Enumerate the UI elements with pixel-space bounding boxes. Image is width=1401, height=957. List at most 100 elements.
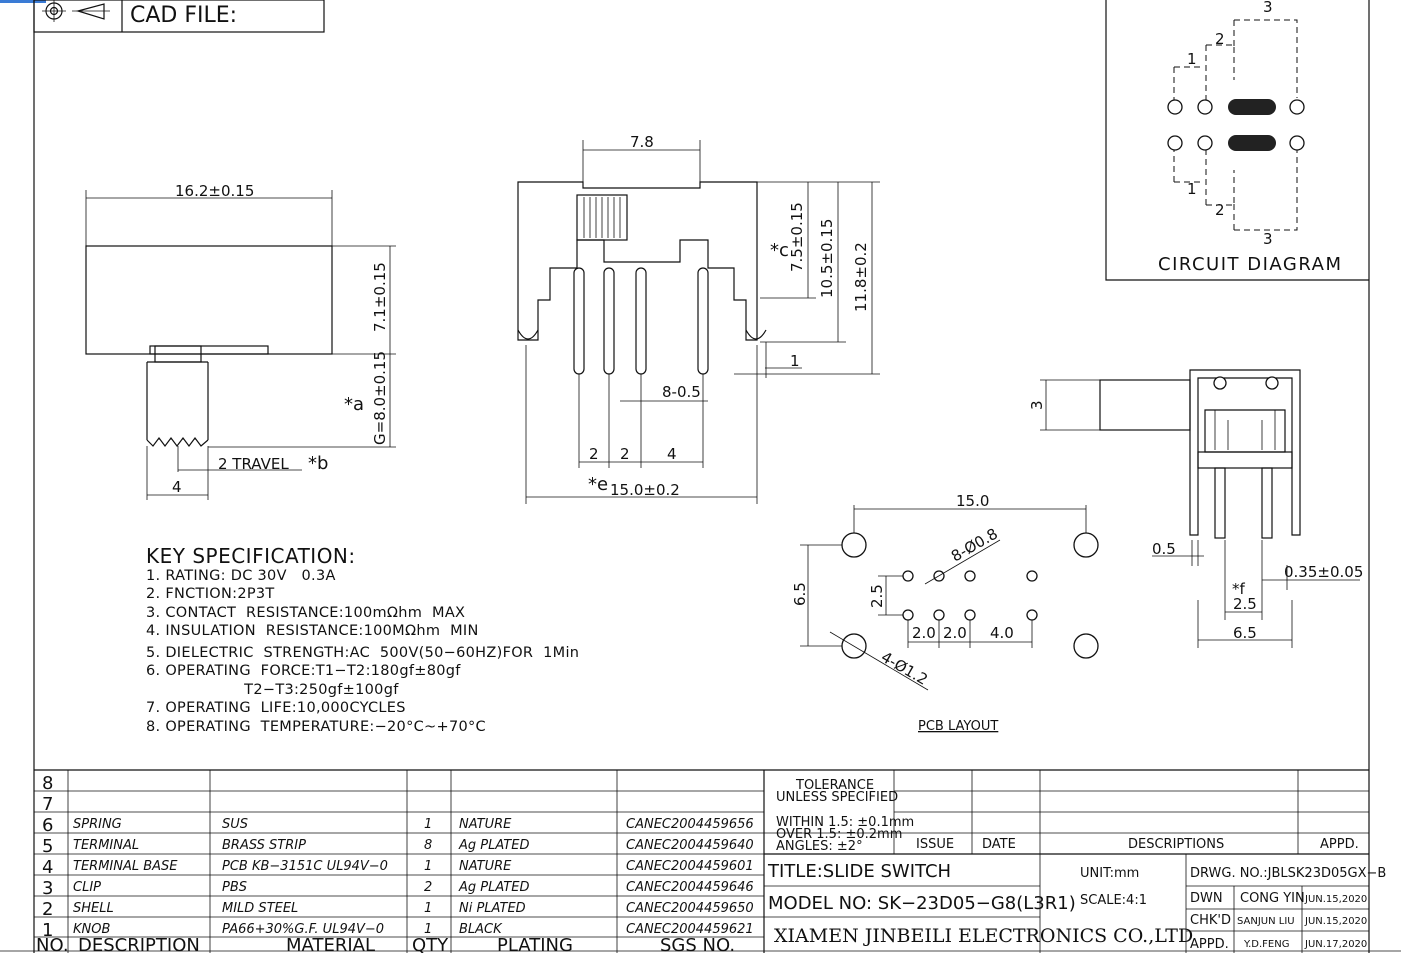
bom-cell-sgs: CANEC2004459656 — [626, 817, 754, 832]
bom-cell-desc: KNOB — [73, 922, 110, 937]
spec-line-6: 6. OPERATING FORCE:T1−T2:180gf±80gf — [146, 663, 461, 679]
circuit-label-1-top: 1 — [1187, 50, 1197, 68]
cad-header: CAD FILE: — [33, 0, 325, 33]
travel-dim: 2 TRAVEL — [218, 455, 289, 473]
bom-cell-plating: Ag PLATED — [458, 880, 529, 895]
pcb-title: PCB LAYOUT — [918, 719, 998, 734]
knob-height-dim: G=8.0±0.15 — [371, 351, 389, 445]
bom-cell-desc: TERMINAL — [73, 838, 139, 853]
chkd-date: JUN.15,2020 — [1304, 916, 1367, 927]
bom-cell-no: 7 — [42, 794, 53, 815]
chkd-name: SANJUN LIU — [1237, 916, 1295, 927]
dwn-name: CONG YIN — [1240, 891, 1305, 906]
bom-cell-desc: TERMINAL BASE — [73, 859, 178, 874]
pcb-pitch-2: 2.0 — [943, 624, 967, 642]
pcb-layout: 15.0 8-Ø0.8 6.5 2.5 2.0 2.0 4.0 4-Ø1.2 P… — [791, 492, 1099, 734]
chkd-label: CHK'D — [1190, 913, 1231, 928]
corner-accent — [0, 0, 46, 3]
bom-cell-qty: 1 — [424, 922, 432, 937]
spec-title: KEY SPECIFICATION: — [146, 544, 356, 568]
end-knob-dim: 3 — [1028, 400, 1046, 410]
bom-cell-sgs: CANEC2004459621 — [626, 922, 754, 937]
bom-cell-mat: PCB KB−3151C UL94V−0 — [222, 859, 388, 874]
spec-line-7: 7. OPERATING LIFE:10,000CYCLES — [146, 700, 406, 716]
tolerance-label: TOLERANCE — [795, 778, 874, 793]
bom-cell-desc: CLIP — [73, 880, 101, 895]
bom-table — [34, 769, 1369, 953]
circuit-label-2-top: 2 — [1215, 30, 1225, 48]
bom-cell-qty: 1 — [424, 817, 432, 832]
bom-cell-sgs: CANEC2004459640 — [626, 838, 754, 853]
bom-cell-no: 5 — [42, 836, 53, 857]
front-view: 16.2±0.15 7.1±0.15 G=8.0±0.15 *a 2 TRAVE… — [85, 182, 396, 500]
bom-cell-no: 3 — [42, 878, 53, 899]
bom-cell-mat: PA66+30%G.F. UL94V−0 — [222, 922, 384, 937]
bom-cell-plating: NATURE — [459, 817, 512, 832]
pcb-pitch-1: 2.0 — [912, 624, 936, 642]
appd-name: Y.D.FENG — [1243, 939, 1289, 950]
bom-cell-plating: Ni PLATED — [459, 901, 526, 916]
pins-dim: 8-0.5 — [662, 383, 701, 401]
model-number: MODEL NO: SK−23D05−G8(L3R1) — [768, 893, 1076, 914]
bom-cell-no: 2 — [42, 899, 53, 920]
drawing-number: DRWG. NO.:JBLSK23D05GX−B — [1190, 866, 1386, 881]
appd-date: JUN.17,2020 — [1304, 939, 1367, 950]
bom-cell-plating: BLACK — [459, 922, 503, 937]
bom-cell-qty: 1 — [424, 859, 432, 874]
bom-header-2: MATERIAL — [286, 935, 375, 953]
bom-header-5: SGS NO. — [660, 935, 735, 953]
tolerance-within: WITHIN 1.5: ±0.1mm — [776, 815, 914, 830]
date-header: DATE — [982, 837, 1016, 852]
bom-cell-no: 6 — [42, 815, 53, 836]
appd-label: APPD. — [1190, 937, 1229, 952]
cad-file-label: CAD FILE: — [130, 3, 237, 28]
circuit-label-2-bottom: 2 — [1215, 201, 1225, 219]
note-c: *c — [770, 240, 789, 261]
projection-symbol-icon — [42, 0, 110, 22]
pitch-c: 4 — [667, 445, 677, 463]
end-pin-dim: 0.35±0.05 — [1284, 563, 1363, 581]
circuit-label-3-bottom: 3 — [1263, 230, 1273, 248]
note-e: *e — [588, 474, 608, 495]
spec-line-5: 5. DIELECTRIC STRENGTH:AC 500V(50−60HZ)F… — [146, 645, 580, 661]
tolerance-angles: ANGLES: ±2° — [776, 839, 863, 854]
side-view: 7.8 7.5±0.15 *c 10.5±0.15 11.8±0.2 1 8-0… — [517, 133, 880, 504]
bom-cell-mat: MILD STEEL — [222, 901, 298, 916]
spec-line-6b: T2−T3:250gf±100gf — [146, 682, 399, 698]
scale-label: SCALE:4:1 — [1080, 893, 1147, 908]
knob-ribs — [583, 197, 621, 238]
pcb-mount-dim: 4-Ø1.2 — [878, 648, 931, 689]
end-gap-dim: 2.5 — [1233, 595, 1257, 613]
bom-cell-qty: 8 — [424, 838, 432, 853]
title-block: TOLERANCE UNLESS SPECIFIED WITHIN 1.5: ±… — [764, 770, 1386, 953]
bom-cell-no: 4 — [42, 857, 53, 878]
spec-line-2: 2. FNCTION:2P3T — [146, 586, 275, 602]
bom-cell-qty: 1 — [424, 901, 432, 916]
unless-specified-label: UNLESS SPECIFIED — [776, 790, 898, 805]
company-name: XIAMEN JINBEILI ELECTRONICS CO.,LTD — [774, 925, 1193, 947]
bom-cell-sgs: CANEC2004459650 — [626, 901, 754, 916]
drawing-title: TITLE:SLIDE SWITCH — [767, 861, 951, 882]
descriptions-header: DESCRIPTIONS — [1128, 837, 1224, 852]
end-view: 3 0.5 0.35±0.05 *f 2.5 6.5 — [1028, 369, 1363, 648]
pcb-row-gap-dim: 2.5 — [868, 584, 886, 608]
bom-cell-qty: 2 — [424, 880, 432, 895]
spec-line-4: 4. INSULATION RESISTANCE:100MΩhm MIN — [146, 623, 479, 639]
bom-header-4: PLATING — [497, 935, 573, 953]
dim-c: 7.5±0.15 — [788, 202, 806, 272]
pitch-b: 2 — [620, 445, 630, 463]
circuit-label-1-bottom: 1 — [1187, 180, 1197, 198]
note-f: *f — [1232, 580, 1246, 598]
bom-cell-plating: NATURE — [459, 859, 512, 874]
side-overall-dim: 15.0±0.2 — [610, 481, 680, 499]
side-top-width-dim: 7.8 — [630, 133, 654, 151]
dwn-date: JUN.15,2020 — [1304, 894, 1367, 905]
appd-header: APPD. — [1320, 837, 1359, 852]
bom-header-0: NO. — [36, 935, 69, 953]
bom-cell-no: 8 — [42, 773, 53, 794]
pcb-width-dim: 15.0 — [956, 492, 989, 510]
front-width-dim: 16.2±0.15 — [175, 182, 254, 200]
circuit-label-3-top: 3 — [1263, 0, 1273, 16]
knob-width-dim: 4 — [172, 478, 182, 496]
